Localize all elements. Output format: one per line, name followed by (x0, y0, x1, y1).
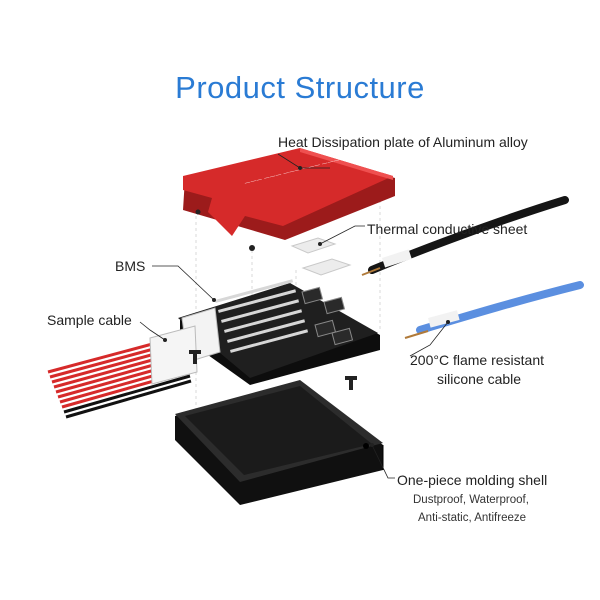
molding-shell (175, 380, 384, 505)
aluminum-heat-plate: ——— ——— ——— ——— ——— (183, 148, 395, 251)
label-heat-dissipation-plate: Heat Dissipation plate of Aluminum alloy (278, 134, 528, 150)
label-sample-cable: Sample cable (47, 312, 132, 328)
page-title: Product Structure (175, 70, 425, 105)
sample-cable-bundle (47, 325, 198, 419)
label-molding-shell: One-piece molding shell (397, 472, 548, 488)
shell-feature-line2: Anti-static, Antifreeze (418, 512, 527, 524)
label-silicone-cable-line2: silicone cable (437, 371, 522, 387)
bms-board (178, 279, 380, 385)
label-leader-lines (139, 153, 449, 479)
shell-feature-line1: Dustproof, Waterproof, (413, 494, 529, 506)
label-thermal-sheet: Thermal conductive sheet (367, 221, 528, 237)
label-bms: BMS (115, 258, 146, 274)
black-cable (361, 196, 569, 276)
label-silicone-cable-line1: 200°C flame resistant (410, 352, 544, 368)
blue-silicone-cable (404, 281, 584, 339)
